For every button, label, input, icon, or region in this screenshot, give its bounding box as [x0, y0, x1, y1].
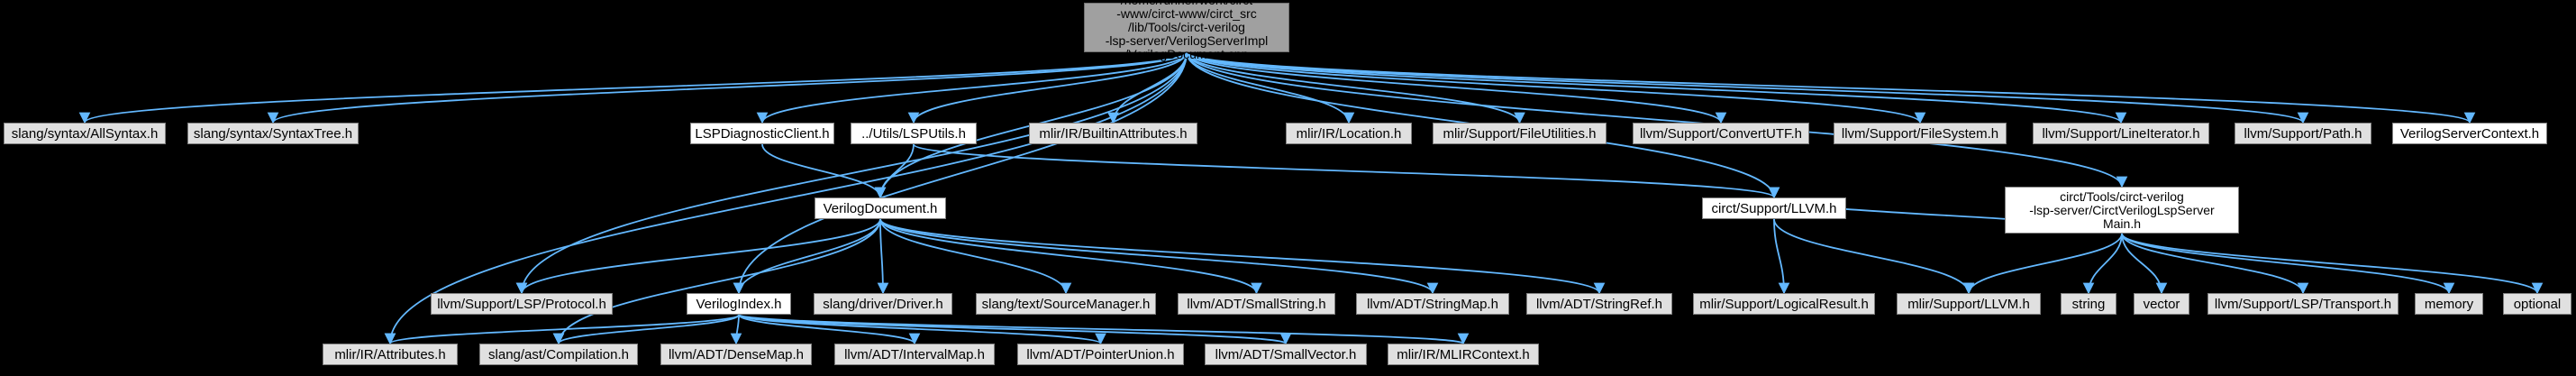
edge-root-to-allsyntax	[79, 51, 1188, 124]
edge-verilogdoc-to-sourcemgr	[879, 218, 1072, 295]
edge-lspmain-to-optional	[2121, 233, 2544, 295]
graph-node-lineiterator: llvm/Support/LineIterator.h	[2033, 123, 2209, 144]
edge-verilogdoc-to-verilogindex	[733, 218, 881, 295]
edge-root-to-filesystem	[1186, 51, 1926, 124]
edge-root-to-lineiterator	[1186, 51, 2126, 124]
edge-verilogindex-to-compilation	[552, 314, 740, 345]
edge-root-to-builtinattrs	[1107, 51, 1188, 124]
graph-node-logicalresult: mlir/Support/LogicalResult.h	[1693, 293, 1875, 315]
graph-node-intervalmap: llvm/ADT/IntervalMap.h	[834, 344, 995, 365]
edge-lspmain-to-vector	[2121, 233, 2168, 295]
graph-node-lspmain[interactable]: circt/Tools/circt-verilog -lsp-server/Ci…	[2005, 187, 2239, 234]
graph-node-string: string	[2061, 293, 2116, 315]
graph-node-stringmap: llvm/ADT/StringMap.h	[1356, 293, 1509, 315]
graph-node-driver: slang/driver/Driver.h	[814, 293, 952, 315]
edge-verilogindex-to-attributes	[385, 314, 740, 345]
edge-circtllvm-to-logicalresult	[1773, 218, 1790, 295]
graph-node-verilogdoc[interactable]: VerilogDocument.h	[815, 197, 946, 219]
edge-verilogdoc-to-compilation	[552, 218, 881, 345]
graph-node-mlirllvm: mlir/Support/LLVM.h	[1897, 293, 2041, 315]
edge-verilogindex-to-intervalmap	[738, 314, 921, 345]
edge-circtllvm-to-mlirllvm	[1773, 218, 1975, 295]
graph-node-verilogindex[interactable]: VerilogIndex.h	[687, 293, 791, 315]
edge-verilogindex-to-densemap	[730, 314, 742, 345]
edge-verilogindex-to-mlircontext	[738, 314, 1469, 345]
edge-lsputils-to-verilogdoc	[874, 143, 915, 199]
edge-root-to-syntaxtree	[268, 51, 1188, 124]
graph-node-builtinattrs: mlir/IR/BuiltinAttributes.h	[1029, 123, 1197, 144]
graph-node-stringref: llvm/ADT/StringRef.h	[1526, 293, 1672, 315]
edge-root-to-fileutilities	[1186, 51, 1525, 124]
graph-node-pointerunion: llvm/ADT/PointerUnion.h	[1017, 344, 1184, 365]
graph-node-location: mlir/IR/Location.h	[1286, 123, 1412, 144]
edge-lspmain-to-transport	[2121, 233, 2309, 295]
graph-node-path: llvm/Support/Path.h	[2235, 123, 2371, 144]
graph-node-lspdiag[interactable]: LSPDiagnosticClient.h	[690, 123, 834, 144]
graph-node-syntaxtree: slang/syntax/SyntaxTree.h	[187, 123, 359, 144]
edge-root-to-lsputils	[907, 51, 1188, 124]
edge-root-to-vsctx	[1186, 51, 2475, 124]
graph-node-protocol: llvm/Support/LSP/Protocol.h	[431, 293, 613, 315]
graph-node-vsctx[interactable]: VerilogServerContext.h	[2392, 123, 2547, 144]
edge-verilogdoc-to-stringref	[879, 218, 1606, 295]
edge-verilogindex-to-smallvector	[738, 314, 1291, 345]
edge-verilogdoc-to-stringmap	[879, 218, 1439, 295]
graph-node-compilation: slang/ast/Compilation.h	[479, 344, 638, 365]
graph-node-smallvector: llvm/ADT/SmallVector.h	[1205, 344, 1367, 365]
graph-node-allsyntax: slang/syntax/AllSyntax.h	[4, 123, 166, 144]
edge-verilogdoc-to-smallstring	[879, 218, 1262, 295]
edge-root-to-verilogindex	[733, 51, 1188, 295]
edge-lsputils-to-circtllvm	[913, 143, 1780, 199]
edge-lspdiag-to-verilogdoc	[761, 143, 887, 199]
graph-node-attributes: mlir/IR/Attributes.h	[323, 344, 458, 365]
graph-node-mlircontext: mlir/IR/MLIRContext.h	[1388, 344, 1539, 365]
edge-lspmain-to-mlirllvm	[1962, 233, 2123, 295]
graph-node-memory: memory	[2415, 293, 2483, 315]
edge-root-to-lspdiag	[756, 51, 1188, 124]
edge-verilogindex-to-pointerunion	[738, 314, 1106, 345]
edge-verilogdoc-to-driver	[877, 218, 889, 295]
graph-node-fileutilities: mlir/Support/FileUtilities.h	[1433, 123, 1607, 144]
graph-node-circtllvm[interactable]: circt/Support/LLVM.h	[1702, 197, 1846, 219]
graph-node-sourcemgr: slang/text/SourceManager.h	[976, 293, 1156, 315]
graph-node-convertutf: llvm/Support/ConvertUTF.h	[1633, 123, 1809, 144]
graph-node-densemap: llvm/ADT/DenseMap.h	[660, 344, 812, 365]
edge-verilogdoc-to-protocol	[515, 218, 881, 295]
edge-root-to-convertutf	[1186, 51, 1727, 124]
edge-root-to-protocol	[515, 51, 1188, 295]
graph-node-transport: llvm/Support/LSP/Transport.h	[2207, 293, 2399, 315]
edge-root-to-lspmain	[1186, 51, 2128, 188]
graph-node-filesystem: llvm/Support/FileSystem.h	[1834, 123, 2007, 144]
edge-lspmain-to-memory	[2121, 233, 2455, 295]
graph-node-vector: vector	[2134, 293, 2189, 315]
graph-node-root[interactable]: /home/runner/work/circt -www/circt-www/c…	[1084, 0, 1289, 61]
edge-root-to-path	[1186, 51, 2308, 124]
edge-root-to-location	[1186, 51, 1355, 124]
graph-node-lsputils[interactable]: ../Utils/LSPUtils.h	[851, 123, 977, 144]
graph-node-optional: optional	[2503, 293, 2571, 315]
edge-lspmain-to-string	[2082, 233, 2123, 295]
graph-node-smallstring: llvm/ADT/SmallString.h	[1178, 293, 1335, 315]
